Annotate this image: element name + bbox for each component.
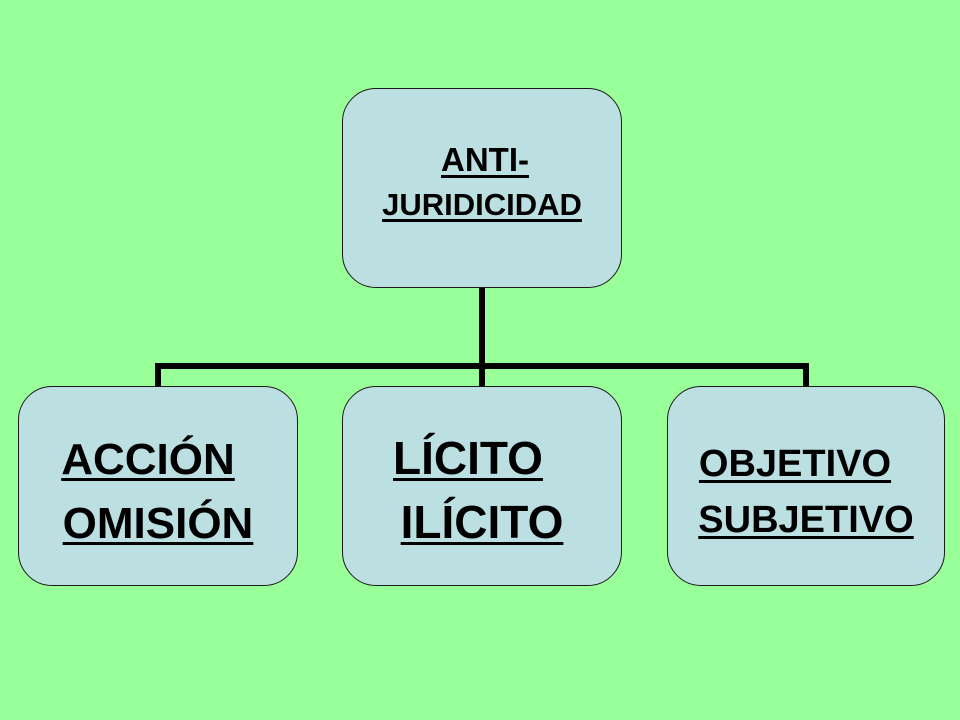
child-node-label-line-1: LÍCITO	[393, 432, 543, 484]
child-node-label-line-2: OMISIÓN	[62, 499, 254, 548]
child-node-label-line-2: SUBJETIVO	[698, 499, 914, 541]
root-label-line-2: JURIDICIDAD	[382, 187, 582, 222]
child-node-label-line-1: OBJETIVO	[698, 443, 892, 485]
child-node-label-line-2: ILÍCITO	[400, 496, 564, 548]
root-node: ANTI- JURIDICIDAD	[342, 88, 622, 288]
child-node-label-line-1: ACCIÓN	[61, 435, 235, 484]
child-node-licito-ilicito: LÍCITO ILÍCITO	[342, 386, 622, 586]
root-label-line-1: ANTI-	[441, 141, 529, 178]
child-node-accion-omision: ACCIÓN OMISIÓN	[18, 386, 298, 586]
child-node-objetivo-subjetivo: OBJETIVO SUBJETIVO	[667, 386, 945, 586]
